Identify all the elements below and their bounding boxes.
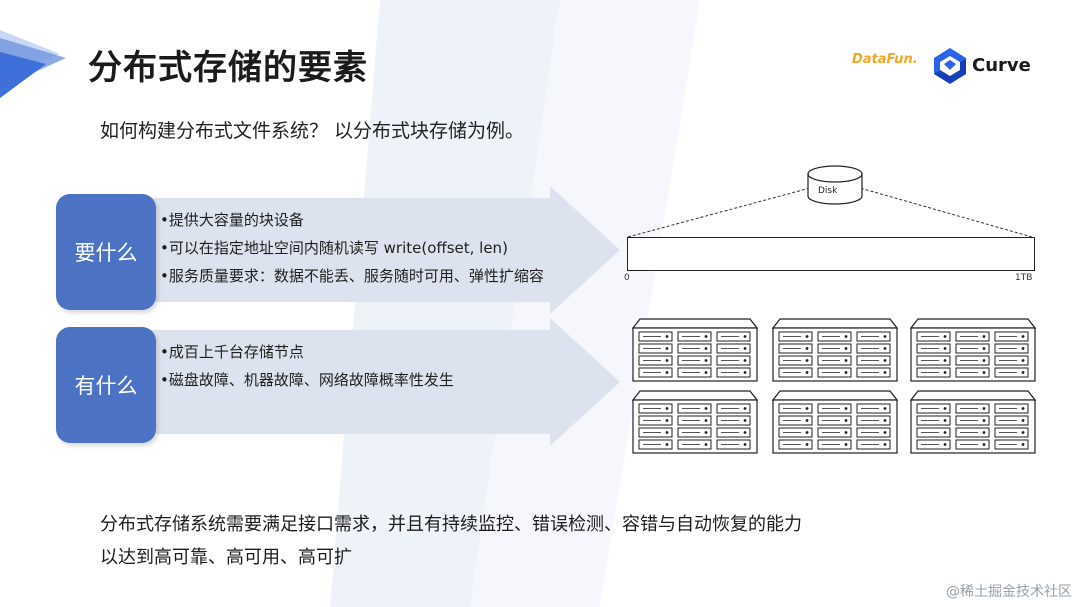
curve-logo-text: Curve <box>972 55 1031 76</box>
server-icon <box>772 318 898 382</box>
need-label-box: 要什么 <box>56 194 156 310</box>
disk-label: Disk <box>818 186 838 196</box>
datafun-logo: DataFun. <box>852 52 918 67</box>
conclusion-text: 分布式存储系统需要满足接口需求，并且有持续监控、错误检测、容错与自动恢复的能力 … <box>100 508 802 574</box>
server-icon <box>910 318 1036 382</box>
slide-logo-icon <box>0 30 66 98</box>
list-item: 服务质量要求：数据不能丢、服务随时可用、弹性扩缩容 <box>160 262 544 290</box>
page-subtitle: 如何构建分布式文件系统？ 以分布式块存储为例。 <box>100 120 525 142</box>
server-icon <box>910 390 1036 454</box>
conclusion-line: 分布式存储系统需要满足接口需求，并且有持续监控、错误检测、容错与自动恢复的能力 <box>100 514 802 535</box>
curve-logo-icon <box>934 48 966 84</box>
watermark: @稀土掘金技术社区 <box>946 584 1072 600</box>
list-item: 成百上千台存储节点 <box>160 338 454 366</box>
axis-start-label: 0 <box>624 273 630 283</box>
list-item: 可以在指定地址空间内随机读写 write(offset, len) <box>160 234 544 262</box>
axis-end-label: 1TB <box>1015 273 1033 283</box>
have-label-box: 有什么 <box>56 327 156 443</box>
page-title: 分布式存储的要素 <box>88 48 368 88</box>
disk-icon <box>807 165 863 205</box>
list-item: 提供大容量的块设备 <box>160 206 544 234</box>
have-bullet-list: 成百上千台存储节点 磁盘故障、机器故障、网络故障概率性发生 <box>160 338 454 394</box>
list-item: 磁盘故障、机器故障、网络故障概率性发生 <box>160 366 454 394</box>
server-icon <box>632 318 758 382</box>
conclusion-line: 以达到高可靠、高可用、高可扩 <box>100 547 352 568</box>
address-space-bar <box>627 237 1035 271</box>
disk-mapping-diagram <box>627 165 1033 238</box>
need-bullet-list: 提供大容量的块设备 可以在指定地址空间内随机读写 write(offset, l… <box>160 206 544 290</box>
server-icon <box>632 390 758 454</box>
server-icon <box>772 390 898 454</box>
